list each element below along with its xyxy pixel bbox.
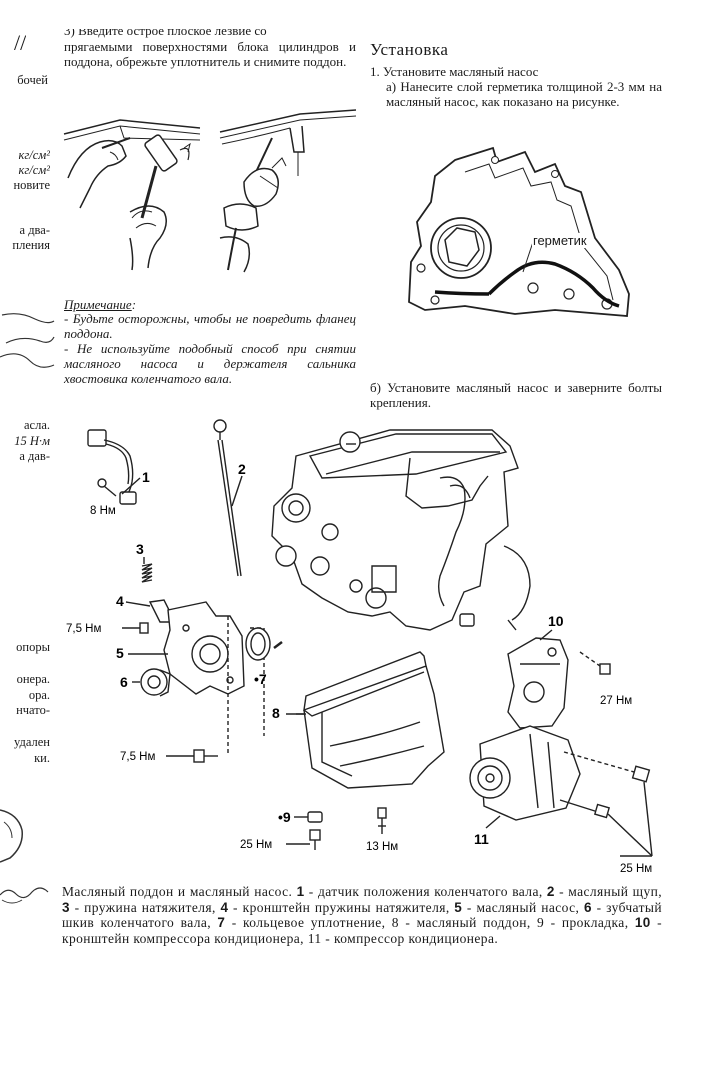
left-partial-figure [0, 809, 23, 863]
caption-part: 6 - зубчатый шкив коленчатого вала, [62, 899, 662, 931]
label-3: 3 [136, 541, 144, 557]
label-10: 10 [548, 613, 564, 629]
caption-part: 8 - масляный поддон, [391, 915, 538, 930]
left-fragment: ора. [28, 688, 50, 702]
install-step-1: 1. Установите масляный насос [370, 64, 539, 79]
left-partial-figure [0, 313, 55, 368]
label-4: 4 [116, 593, 124, 609]
removal-paragraph: прягаемыми поверхностями блока цилиндров… [64, 39, 356, 69]
left-fragment: новите [13, 178, 50, 192]
note-title: Примечание: [64, 297, 137, 312]
left-fragment: кг/см² [18, 148, 50, 162]
caption-part: 7 - кольцевое уплотнение, [217, 915, 392, 930]
torque-label: 25 Нм [620, 863, 652, 875]
figure-caption: Масляный поддон и масляный насос. 1 - да… [62, 884, 662, 946]
left-fragment: нчато- [16, 703, 50, 717]
caption-part: 11 - компрессор кондиционера. [307, 930, 499, 946]
torque-label: 25 Нм [240, 839, 272, 851]
exploded-view-diagram: 1 2 3 4 5 6 •7 8 •9 10 11 8 Нм 7,5 Нм 7,… [66, 419, 653, 875]
install-step-1a: а) Нанесите слой герметика толщиной 2-3 … [386, 79, 662, 109]
label-8: 8 [272, 705, 280, 721]
left-fragment: а дав- [19, 449, 50, 463]
gasket-removal-illustration [63, 109, 357, 273]
label-1: 1 [142, 469, 150, 485]
caption-lead: Масляный поддон и масляный насос. [62, 884, 293, 899]
caption-part: 3 - пружина натяжителя, [62, 899, 221, 915]
left-fragment: удален [14, 735, 50, 749]
caption-part: 2 - масляный щуп, [546, 884, 663, 899]
caption-part: 9 - прокладка, [537, 915, 635, 930]
torque-label: 13 Нм [366, 841, 398, 853]
oil-pump-sealant-figure [408, 146, 630, 317]
left-fragment: пления [12, 238, 50, 252]
note-line-2: - Не используйте подобный способ при сня… [64, 341, 356, 386]
install-heading: Установка [370, 40, 449, 59]
left-partial-figure [0, 887, 49, 904]
label-11: 11 [474, 831, 489, 847]
left-fragment: асла. [23, 418, 50, 432]
caption-part: 4 - кронштейн пружины натяжителя, [220, 899, 455, 915]
caption-part: 10 - кронштейн компрессора кондиционера, [62, 915, 662, 946]
cut-text-line: 3) Введите острое плоское лезвие со [64, 29, 267, 38]
label-5: 5 [116, 645, 124, 661]
left-fragment: 15 Н·м [14, 434, 50, 448]
install-step-1b: б) Установите масляный насос и заверните… [370, 380, 662, 410]
torque-label: 27 Нм [600, 695, 632, 707]
label-7: •7 [254, 671, 267, 687]
torque-label: 7,5 Нм [66, 623, 101, 635]
caption-part: 5 - масляный насос, [454, 899, 584, 915]
left-fragment: опоры [16, 640, 50, 654]
sealant-label: герметик [532, 233, 588, 248]
left-fragment: бочей [17, 73, 48, 87]
torque-label: 7,5 Нм [120, 751, 155, 763]
label-2: 2 [238, 461, 246, 477]
left-fragment: кг/см² [18, 163, 50, 177]
label-6: 6 [120, 674, 128, 690]
note-line-1: - Будьте осторожны, чтобы не повредить ф… [64, 311, 356, 341]
left-fragment: ки. [34, 751, 50, 765]
left-fragment: а два- [19, 223, 50, 237]
left-fragment: онера. [16, 672, 50, 686]
label-9: •9 [278, 809, 291, 825]
slash-mark: // [14, 35, 27, 50]
torque-label: 8 Нм [90, 505, 116, 517]
caption-part: 1 - датчик положения коленчатого вала, [296, 884, 547, 899]
